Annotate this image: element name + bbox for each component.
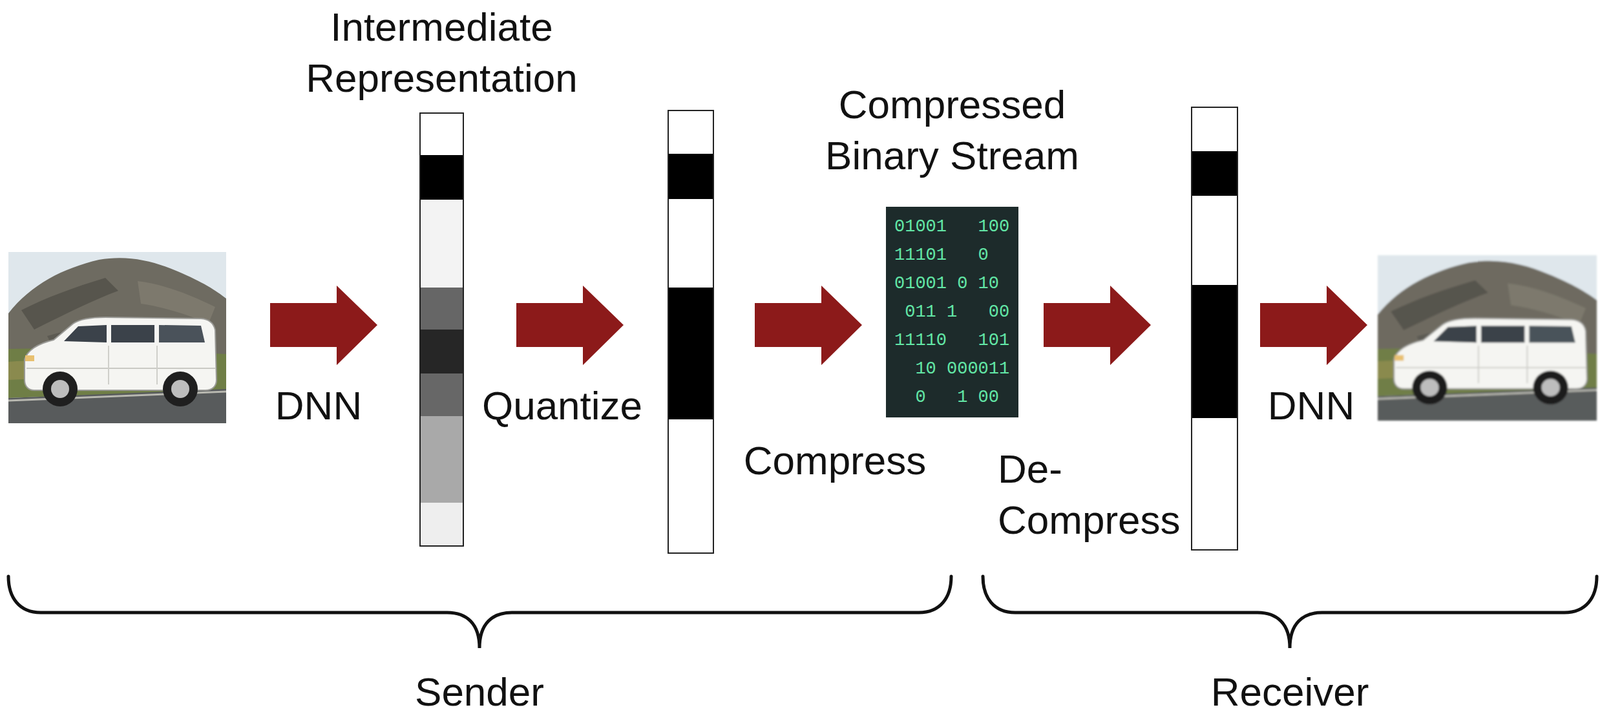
bit-line: 011 1 00 bbox=[894, 297, 1010, 327]
representation-bar: Intermediate Representation bbox=[419, 112, 464, 547]
input-image bbox=[8, 252, 227, 424]
quantized-bar bbox=[668, 110, 714, 554]
binary-stream-box: Compressed Binary Stream01001 10011101 0… bbox=[885, 206, 1019, 418]
step-label: Sender bbox=[414, 672, 545, 713]
bit-text: 10 000011 bbox=[915, 354, 1010, 384]
bit-line: 0 1 00 bbox=[894, 383, 1010, 412]
bit-line: 10 000011 bbox=[894, 354, 1010, 384]
block-heading: Compressed Binary Stream bbox=[810, 78, 1095, 181]
decompressed-bar bbox=[1191, 107, 1238, 550]
step-label: Quantize bbox=[482, 385, 643, 426]
bit-text: 01001 100 bbox=[894, 212, 1010, 242]
bit-line: 11110 101 bbox=[894, 326, 1010, 355]
bit-text: 0 1 00 bbox=[915, 383, 1000, 412]
output-image bbox=[1377, 255, 1597, 421]
step-label: DNN bbox=[275, 385, 362, 426]
step-label: Compress bbox=[743, 440, 927, 481]
step-label: DNN bbox=[1267, 385, 1355, 426]
step-label: De- Compress bbox=[997, 443, 1181, 546]
bit-line: 01001 100 bbox=[894, 212, 1010, 242]
bit-line: 11101 0 bbox=[894, 241, 1010, 270]
bit-text: 01001 0 10 bbox=[894, 269, 1000, 298]
group-braces bbox=[8, 576, 1597, 649]
step-label: Receiver bbox=[1210, 672, 1370, 713]
bit-lines: 01001 10011101 001001 0 10011 1 0011110 … bbox=[894, 212, 1010, 412]
bit-text: 11110 101 bbox=[894, 326, 1010, 355]
bit-line: 01001 0 10 bbox=[894, 269, 1010, 298]
bit-text: 011 1 00 bbox=[904, 297, 1010, 327]
intermediate-bar bbox=[419, 112, 464, 547]
bit-text: 11101 0 bbox=[894, 241, 989, 270]
block-heading: Intermediate Representation bbox=[305, 1, 578, 104]
